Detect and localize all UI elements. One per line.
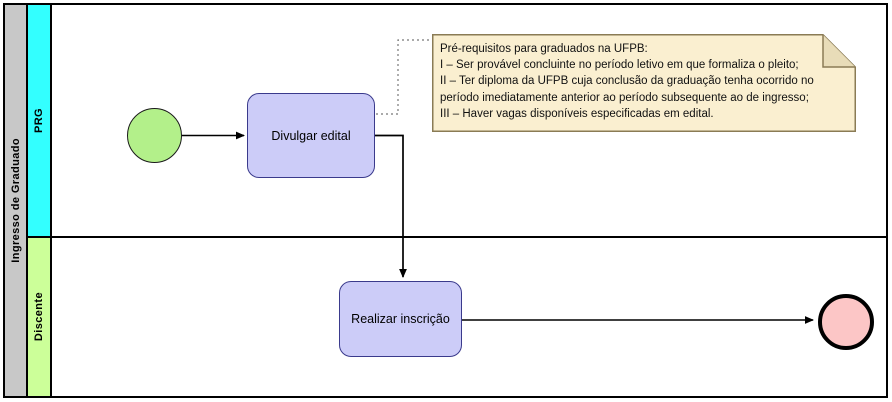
text-annotation-pre-requisitos[interactable]: Pré-requisitos para graduados na UFPB: I…: [432, 34, 856, 132]
lane-label-discente: Discente: [33, 292, 45, 342]
task-divulgar-edital-label: Divulgar edital: [271, 128, 351, 143]
start-event[interactable]: [127, 108, 182, 163]
task-realizar-inscricao-label: Realizar inscrição: [351, 312, 450, 326]
lane-header-prg[interactable]: PRG: [28, 5, 52, 236]
end-event[interactable]: [818, 294, 874, 350]
note-shape: [432, 34, 856, 132]
task-divulgar-edital[interactable]: Divulgar edital: [247, 93, 375, 178]
lane-discente[interactable]: Discente: [28, 238, 886, 396]
lane-label-prg: PRG: [33, 107, 45, 134]
pool-label: Ingresso de Graduado: [9, 138, 22, 263]
lane-header-discente[interactable]: Discente: [28, 238, 52, 396]
pool-header[interactable]: Ingresso de Graduado: [5, 5, 28, 396]
lane-body-discente: [52, 238, 886, 396]
task-realizar-inscricao[interactable]: Realizar inscrição: [339, 281, 462, 357]
text-annotation-content: Pré-requisitos para graduados na UFPB: I…: [440, 43, 814, 120]
